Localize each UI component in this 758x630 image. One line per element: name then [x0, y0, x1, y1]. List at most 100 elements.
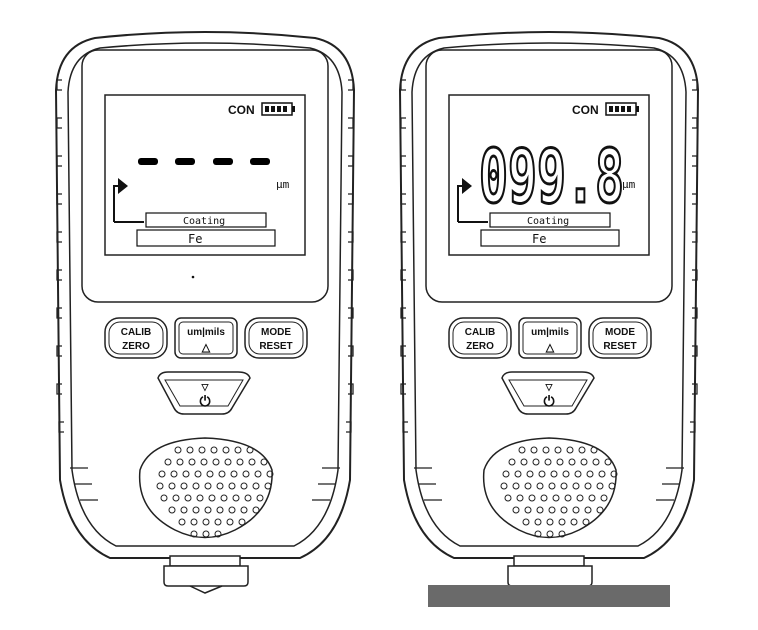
speaker-hole — [254, 470, 262, 478]
units-toggle-button[interactable]: um|mils △ — [518, 317, 582, 359]
speaker-hole — [552, 494, 560, 502]
speaker-hole — [576, 494, 584, 502]
mode-reset-button[interactable]: MODE RESET — [244, 317, 308, 359]
speaker-hole — [236, 458, 244, 466]
speaker-hole — [572, 506, 580, 514]
device-inner-shell — [411, 42, 687, 547]
base-label: Fe — [188, 232, 202, 246]
speaker-hole — [174, 446, 182, 454]
speaker-hole — [210, 446, 218, 454]
speaker-hole — [598, 470, 606, 478]
speaker-hole — [202, 518, 210, 526]
speaker-hole — [534, 530, 542, 538]
probe-collar — [169, 555, 241, 567]
unit-label: µm — [622, 178, 636, 191]
speaker-hole — [596, 506, 604, 514]
speaker-hole — [582, 518, 590, 526]
speaker-hole — [204, 482, 212, 490]
speaker-hole — [558, 518, 566, 526]
speaker-hole — [168, 506, 176, 514]
calib-zero-button[interactable]: CALIB ZERO — [448, 317, 512, 359]
speaker-hole — [502, 470, 510, 478]
speaker-holes — [500, 446, 618, 538]
speaker-hole — [190, 518, 198, 526]
base-box — [136, 229, 276, 247]
speaker-hole — [542, 446, 550, 454]
device-shell — [398, 31, 700, 559]
grip-ridges-left — [56, 79, 354, 501]
speaker-hole — [194, 470, 202, 478]
coating-label: Coating — [183, 216, 225, 227]
speaker-hole — [192, 482, 200, 490]
screen-bezel — [425, 49, 673, 303]
speaker-hole — [198, 446, 206, 454]
power-button[interactable]: ▽ ⏻ — [501, 371, 595, 415]
speaker-hole — [568, 458, 576, 466]
speaker-hole — [518, 446, 526, 454]
grip-ridges-right — [400, 79, 698, 501]
speaker-hole — [216, 506, 224, 514]
speaker-hole — [548, 482, 556, 490]
speaker-hole — [244, 494, 252, 502]
speaker-hole — [218, 470, 226, 478]
speaker-hole — [164, 458, 172, 466]
svg-text:CALIB: CALIB — [121, 327, 152, 338]
speaker-hole — [228, 506, 236, 514]
speaker-hole — [588, 494, 596, 502]
speaker-hole — [586, 470, 594, 478]
speaker-hole — [168, 482, 176, 490]
speaker-hole — [534, 518, 542, 526]
power-icon: ⏻ — [199, 393, 210, 409]
arrow-head-icon — [118, 178, 128, 194]
svg-text:CALIB: CALIB — [465, 327, 496, 338]
speaker-hole — [500, 482, 508, 490]
units-toggle-button[interactable]: um|mils △ — [174, 317, 238, 359]
speaker-hole — [516, 494, 524, 502]
speaker-hole — [536, 482, 544, 490]
speaker-hole — [596, 482, 604, 490]
speaker-hole — [216, 482, 224, 490]
speaker-hole — [546, 530, 554, 538]
speaker-hole — [220, 494, 228, 502]
mode-reset-button[interactable]: MODE RESET — [588, 317, 652, 359]
speaker-hole — [170, 470, 178, 478]
power-button[interactable]: ▽ ⏻ — [157, 371, 251, 415]
speaker-hole — [214, 518, 222, 526]
speaker-hole — [266, 470, 274, 478]
speaker-hole — [550, 470, 558, 478]
speaker-hole — [176, 458, 184, 466]
probe-tip — [163, 565, 249, 587]
device-shell — [54, 31, 356, 559]
down-arrow-icon: ▽ — [201, 382, 210, 392]
power-icon: ⏻ — [543, 393, 554, 409]
speaker-hole — [160, 494, 168, 502]
probe-collar — [513, 555, 585, 567]
speaker-hole — [528, 494, 536, 502]
speaker-hole — [186, 446, 194, 454]
calib-zero-button[interactable]: CALIB ZERO — [104, 317, 168, 359]
speaker-hole — [248, 458, 256, 466]
lcd-reading: 099.8 — [479, 134, 624, 220]
speaker-hole — [584, 506, 592, 514]
battery-icon — [261, 102, 295, 116]
speaker-hole — [226, 518, 234, 526]
speaker-hole — [544, 458, 552, 466]
speaker-hole — [214, 530, 222, 538]
speaker-hole — [558, 530, 566, 538]
gauge-device-right: CON 099.8 µm Coating Fe CALIB ZERO um|mi… — [398, 31, 700, 587]
speaker-hole — [238, 518, 246, 526]
speaker-hole — [158, 470, 166, 478]
speaker-hole — [578, 446, 586, 454]
speaker-hole — [184, 494, 192, 502]
speaker-hole — [232, 494, 240, 502]
screen-bezel — [81, 49, 329, 303]
speaker-hole — [524, 482, 532, 490]
up-arrow-icon: △ — [545, 342, 555, 354]
speaker-hole — [532, 458, 540, 466]
speaker-hole — [514, 470, 522, 478]
speaker-hole — [520, 458, 528, 466]
speaker-hole — [560, 482, 568, 490]
coating-box — [489, 212, 611, 228]
arrow-head-icon — [462, 178, 472, 194]
